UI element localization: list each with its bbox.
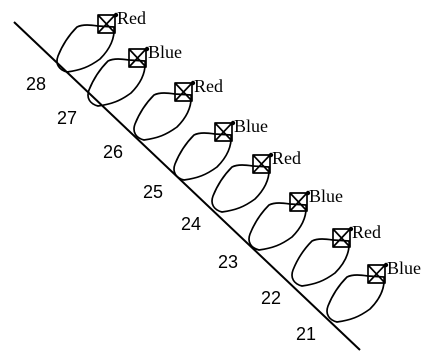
color-label: Blue xyxy=(234,116,268,136)
unit-25: Blue 25 xyxy=(143,116,268,202)
crossed-box-icon xyxy=(97,14,116,34)
unit-outline xyxy=(133,92,192,141)
unit-outline xyxy=(291,238,350,287)
unit-26: Red 26 xyxy=(103,76,223,162)
unit-number: 22 xyxy=(261,288,281,308)
crossed-box-icon xyxy=(128,48,147,68)
unit-number: 21 xyxy=(296,324,316,344)
color-label: Red xyxy=(194,76,223,96)
color-label: Blue xyxy=(387,258,421,278)
color-label: Red xyxy=(352,222,381,242)
connector-dot xyxy=(348,226,354,232)
unit-21: Blue 21 xyxy=(296,258,421,344)
crossed-box-icon xyxy=(289,192,308,212)
color-label: Blue xyxy=(148,42,182,62)
unit-outline xyxy=(56,24,115,73)
connector-dot xyxy=(230,120,236,126)
unit-outline xyxy=(211,164,270,213)
connector-dot xyxy=(268,152,274,158)
crossed-box-icon xyxy=(332,228,351,248)
crossed-box-icon xyxy=(174,82,193,102)
color-label: Red xyxy=(117,8,146,28)
unit-outline xyxy=(248,202,307,251)
crossed-box-icon xyxy=(214,122,233,142)
unit-23: Blue 23 xyxy=(218,186,343,272)
units-layer: Red28Blue27Red26Blue25Red24Blue23Red22Bl… xyxy=(26,8,421,344)
connector-dot xyxy=(305,190,311,196)
unit-outline xyxy=(326,274,385,323)
diagonal-baseline xyxy=(13,21,361,351)
unit-22: Red 22 xyxy=(261,222,381,308)
unit-number: 23 xyxy=(218,252,238,272)
unit-number: 26 xyxy=(103,142,123,162)
unit-number: 28 xyxy=(26,74,46,94)
unit-number: 25 xyxy=(143,182,163,202)
unit-28: Red 28 xyxy=(26,8,146,94)
unit-24: Red 24 xyxy=(181,148,301,234)
connector-dot xyxy=(383,262,389,268)
unit-27: Blue 27 xyxy=(57,42,182,128)
unit-outline xyxy=(173,132,232,181)
color-label: Blue xyxy=(309,186,343,206)
color-label: Red xyxy=(272,148,301,168)
connector-dot xyxy=(144,46,150,52)
unit-outline xyxy=(87,58,146,107)
crossed-box-icon xyxy=(252,154,271,174)
unit-number: 27 xyxy=(57,108,77,128)
unit-number: 24 xyxy=(181,214,201,234)
crossed-box-icon xyxy=(367,264,386,284)
connector-dot xyxy=(190,80,196,86)
connector-dot xyxy=(113,12,119,18)
